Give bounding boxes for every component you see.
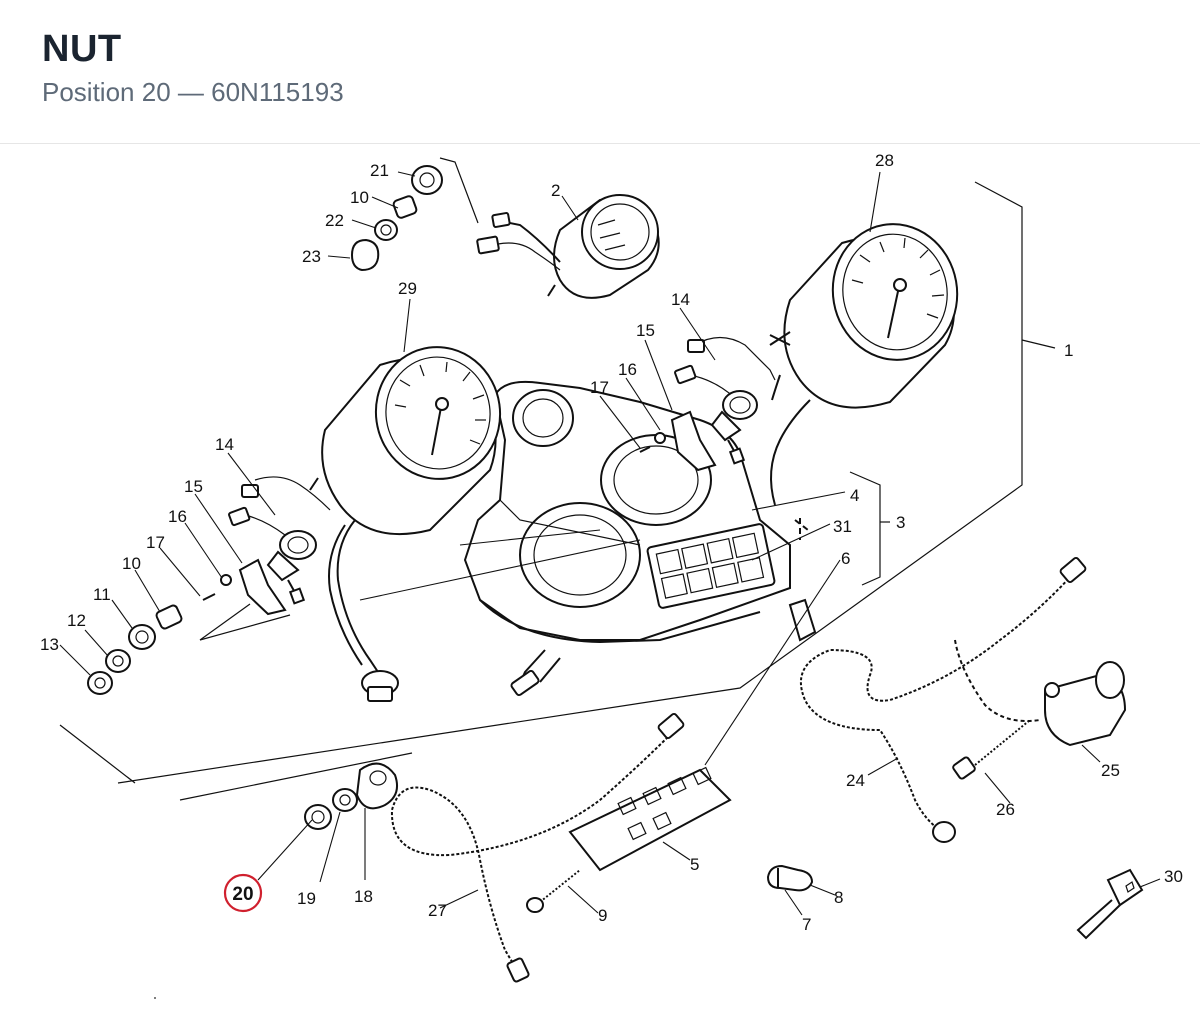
- tachometer-gauge: [769, 223, 959, 506]
- callout-29: 29: [398, 279, 417, 298]
- callout-26: 26: [996, 800, 1015, 819]
- callout-19: 19: [297, 889, 316, 908]
- small-gauge: [476, 194, 660, 299]
- callout-3: 3: [896, 513, 905, 532]
- header: NUT Position 20 — 60N115193: [0, 0, 1200, 144]
- callout-13: 13: [40, 635, 59, 654]
- bulb-socket-right: [639, 336, 776, 472]
- callout-18: 18: [354, 887, 373, 906]
- callout-24: 24: [846, 771, 865, 790]
- highlight-ring: [223, 873, 263, 913]
- callout-21: 21: [370, 161, 389, 180]
- tachometer-cable: [800, 557, 1087, 843]
- leader-lines: [59, 171, 1161, 916]
- callout-30: 30: [1164, 867, 1183, 886]
- lower-fastener-stack: [304, 762, 398, 830]
- speedometer-cable: [390, 713, 685, 983]
- callout-8: 8: [834, 888, 843, 907]
- left-fastener-stack: [87, 604, 183, 695]
- callout-27: 27: [428, 901, 447, 920]
- speedometer-gauge: [309, 346, 502, 702]
- separator: —: [177, 77, 204, 107]
- callout-10-top: 10: [350, 188, 369, 207]
- callout-15-left: 15: [184, 477, 203, 496]
- part-subtitle: Position 20 — 60N115193: [42, 79, 344, 105]
- callout-17-right: 17: [590, 378, 609, 397]
- part-number: 60N115193: [211, 77, 344, 107]
- callout-5: 5: [690, 855, 699, 874]
- callout-4: 4: [850, 486, 859, 505]
- callout-labels: 1 2 3 4 5 6 7 8 9 10 10 11 12 13 14 14 1…: [40, 151, 1183, 934]
- callout-11: 11: [93, 585, 111, 604]
- callout-22: 22: [325, 211, 344, 230]
- ignition-key: [1076, 868, 1144, 940]
- callout-10-left: 10: [122, 554, 141, 573]
- part-title: NUT: [42, 28, 122, 70]
- callout-15-right: 15: [636, 321, 655, 340]
- callout-25: 25: [1101, 761, 1120, 780]
- callout-28: 28: [875, 151, 894, 170]
- assembly-frame-lines: [59, 181, 1056, 801]
- indicator-panel: [526, 766, 732, 913]
- bulb-small: [766, 864, 814, 892]
- bulb-socket-left: [202, 476, 331, 616]
- position-label: Position: [42, 77, 135, 107]
- callout-1: 1: [1064, 341, 1073, 360]
- stray-dot: [154, 997, 156, 999]
- meter-housing: [463, 380, 817, 697]
- position-number: 20: [141, 77, 171, 107]
- exploded-parts-diagram: 1 2 3 4 5 6 7 8 9 10 10 11 12 13 14 14 1…: [40, 151, 1183, 999]
- callout-20: 20: [232, 884, 253, 905]
- callout-14-right: 14: [671, 290, 690, 309]
- callout-14-left: 14: [215, 435, 234, 454]
- callout-16-left: 16: [168, 507, 187, 526]
- callout-12: 12: [67, 611, 86, 630]
- callout-6: 6: [841, 549, 850, 568]
- callout-17-left: 17: [146, 533, 165, 552]
- callout-9: 9: [598, 906, 607, 925]
- callout-7: 7: [802, 915, 811, 934]
- top-fastener-stack: [350, 157, 479, 272]
- ignition-switch: [952, 639, 1127, 780]
- callout-2: 2: [551, 181, 560, 200]
- callout-31: 31: [833, 517, 852, 536]
- callout-16-right: 16: [618, 360, 637, 379]
- callout-23: 23: [302, 247, 321, 266]
